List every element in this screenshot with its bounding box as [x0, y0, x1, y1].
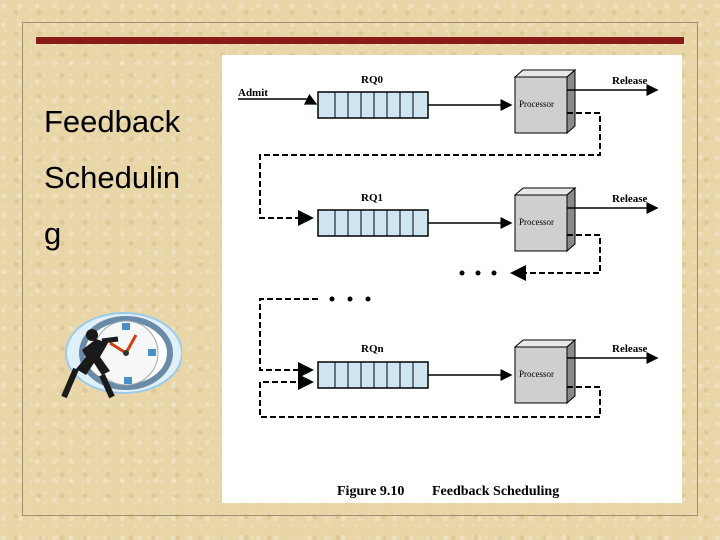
svg-text:Processor: Processor	[519, 99, 554, 109]
release-label-0: Release	[612, 75, 648, 87]
release-label-1: Release	[612, 193, 648, 205]
queue-label-rq0: RQ0	[361, 74, 384, 86]
figure-caption: Feedback Scheduling	[432, 484, 559, 499]
ready-queue-rq1	[317, 209, 429, 237]
release-label-n: Release	[612, 343, 648, 355]
figure-number: Figure 9.10	[337, 484, 404, 499]
queue-label-rqn: RQn	[361, 343, 384, 355]
queue-label-rq1: RQ1	[361, 192, 383, 204]
admit-label: Admit	[238, 87, 268, 99]
processor-n: Processor	[513, 338, 577, 405]
ready-queue-rq0	[317, 91, 429, 119]
svg-text:Processor: Processor	[519, 369, 554, 379]
slide-frame	[22, 22, 698, 516]
processor-1: Processor	[513, 186, 577, 253]
slide-title: Feedback Schedulin g	[44, 104, 181, 251]
feedback-path-continued	[259, 298, 318, 378]
feedback-scheduling-figure: Admit RQ0 Processor Release RQ1	[222, 55, 682, 503]
title-rule	[36, 37, 684, 44]
running-man-clock-icon	[52, 305, 183, 405]
ready-queue-rqn	[317, 361, 429, 389]
processor-0: Processor	[513, 68, 577, 135]
feedback-path-n	[259, 374, 601, 418]
svg-text:Processor: Processor	[519, 217, 554, 227]
feedback-path-0	[259, 112, 601, 226]
